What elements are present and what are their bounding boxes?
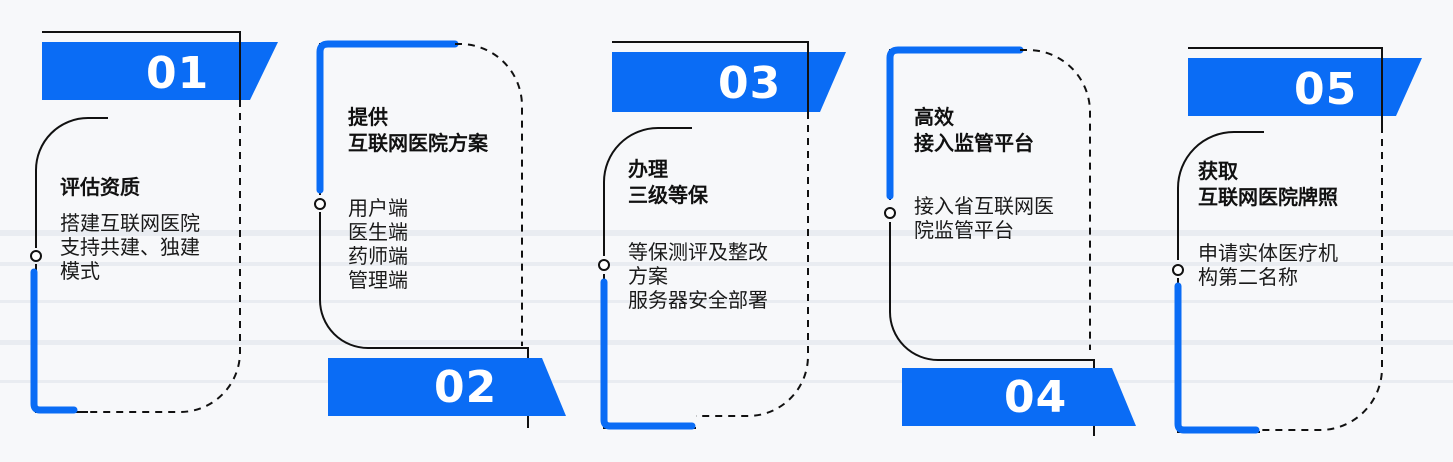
step-05: 05 获取 互联网医院牌照 申请实体医疗机 构第二名称 xyxy=(1168,0,1428,462)
step-03: 03 办理 三级等保 等保测评及整改 方案 服务器安全部署 xyxy=(596,0,856,462)
step-title: 获取 互联网医院牌照 xyxy=(1198,159,1338,209)
step-title: 办理 三级等保 xyxy=(628,157,708,207)
step-title: 提供 互联网医院方案 xyxy=(348,105,488,155)
step-04: 高效 接入监管平台 接入省互联网医 院监管平台 04 xyxy=(880,0,1140,462)
step-description: 申请实体医疗机 构第二名称 xyxy=(1198,241,1338,289)
step-01-frame xyxy=(30,31,278,414)
step-03-frame xyxy=(598,41,846,430)
step-description: 搭建互联网医院 支持共建、独建 模式 xyxy=(60,211,200,283)
step-number: 03 xyxy=(718,58,782,109)
step-04-frame xyxy=(884,46,1136,436)
step-number: 04 xyxy=(1004,372,1068,423)
step-number: 05 xyxy=(1294,64,1358,115)
step-description: 接入省互联网医 院监管平台 xyxy=(914,194,1054,242)
step-title: 评估资质 xyxy=(60,175,140,199)
step-title: 高效 接入监管平台 xyxy=(914,105,1034,155)
step-02-frame xyxy=(314,40,566,428)
step-05-frame xyxy=(1172,47,1422,434)
step-01: 01 评估资质 搭建互联网医院 支持共建、独建 模式 xyxy=(28,0,278,462)
step-description: 等保测评及整改 方案 服务器安全部署 xyxy=(628,240,768,312)
step-number: 02 xyxy=(434,362,498,413)
step-description: 用户端 医生端 药师端 管理端 xyxy=(348,196,408,292)
step-number: 01 xyxy=(146,48,210,99)
step-02: 提供 互联网医院方案 用户端 医生端 药师端 管理端 02 xyxy=(310,0,570,462)
